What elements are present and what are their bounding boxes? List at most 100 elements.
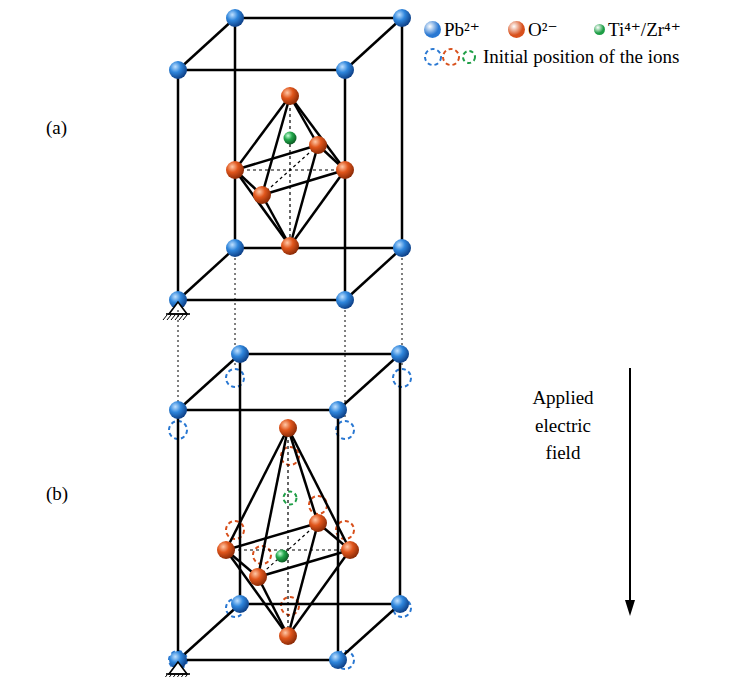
- support-hatch: [163, 675, 167, 677]
- cell-edge: [401, 18, 404, 248]
- o-ion: [281, 87, 299, 105]
- octahedron-edge: [235, 170, 290, 246]
- octahedron-edge: [235, 96, 290, 170]
- cell-edge: [178, 18, 235, 70]
- o-ion: [309, 136, 327, 154]
- octahedron-edge: [288, 523, 318, 636]
- octahedron-edge: [226, 523, 318, 550]
- legend-text: O²⁻: [528, 18, 557, 41]
- o-ion: [226, 161, 244, 179]
- pb-ion: [231, 345, 249, 363]
- octahedron-edge: [290, 145, 318, 246]
- pb-ion: [391, 595, 409, 613]
- octahedron-edge: [290, 96, 345, 170]
- pb-ion: [336, 291, 354, 309]
- cell-edge: [178, 604, 240, 660]
- cell-edge: [177, 410, 180, 660]
- cell-edge: [177, 70, 180, 300]
- support-hatch: [171, 315, 175, 320]
- support-hatch: [179, 315, 183, 320]
- legend-item: Pb²⁺: [424, 18, 480, 41]
- support-hatch: [183, 675, 187, 677]
- cell-edge: [235, 17, 402, 20]
- field-arrowhead: [625, 600, 635, 616]
- unit-cell-b: [163, 345, 409, 677]
- cell-edge: [345, 248, 402, 300]
- legend-item: Initial position of the ions: [424, 46, 679, 68]
- cell-edge: [337, 410, 340, 660]
- support-hatch: [167, 675, 171, 677]
- octahedron-edge: [288, 550, 350, 636]
- legend-swatch: [424, 21, 441, 38]
- legend-dashed-circles: [424, 47, 480, 67]
- pb-ion: [393, 239, 411, 257]
- pb-ion: [169, 61, 187, 79]
- o-ion: [309, 514, 327, 532]
- support-hatch: [183, 315, 187, 320]
- initial-pb-position: [393, 369, 411, 387]
- pb-ion: [231, 595, 249, 613]
- o-ion: [336, 161, 354, 179]
- legend-text: Pb²⁺: [444, 18, 480, 41]
- cell-edge: [178, 354, 240, 410]
- cell-edge: [178, 248, 235, 300]
- pb-ion: [391, 345, 409, 363]
- initial-ti-position: [284, 492, 297, 505]
- support-ground: [166, 673, 190, 675]
- fixed-support: [169, 302, 187, 314]
- octahedron-edge: [262, 170, 345, 195]
- octahedron-edge: [226, 550, 288, 636]
- o-ion: [341, 541, 359, 559]
- o-ion: [217, 541, 235, 559]
- cell-edge: [234, 18, 237, 248]
- legend-dashed-circle: [463, 51, 475, 63]
- o-ion: [249, 568, 267, 586]
- fixed-support: [169, 662, 187, 674]
- octahedron-edge: [262, 96, 290, 195]
- cell-edge: [338, 604, 400, 660]
- legend-item: Ti⁴⁺/Zr⁴⁺: [594, 18, 681, 41]
- unit-cell-a: [163, 9, 411, 320]
- initial-positions: [169, 369, 411, 669]
- ti-zr-ion: [276, 550, 289, 563]
- octahedron-edge: [226, 428, 288, 550]
- o-ion: [281, 237, 299, 255]
- cell-edge: [178, 69, 345, 72]
- projection-guides: [178, 258, 402, 420]
- o-ion: [279, 627, 297, 645]
- cell-edge: [399, 354, 402, 604]
- cell-edge: [178, 299, 345, 302]
- legend-dashed-circle: [443, 49, 459, 65]
- pb-ion: [329, 401, 347, 419]
- octahedron-edge: [258, 550, 350, 577]
- support-hatch: [175, 675, 179, 677]
- field-label: Applied electric field: [522, 384, 604, 467]
- cell-edge: [240, 353, 400, 356]
- pb-ion: [329, 651, 347, 669]
- legend-swatch: [508, 21, 525, 38]
- support-hatch: [179, 675, 183, 677]
- initial-pb-position: [226, 369, 244, 387]
- cell-edge: [235, 247, 402, 250]
- pb-ion: [393, 9, 411, 27]
- pb-ion: [336, 61, 354, 79]
- legend-dashed-circle: [425, 49, 441, 65]
- octahedron-edge: [235, 145, 318, 170]
- support-hatch: [167, 315, 171, 320]
- octahedron-edge: [288, 428, 350, 550]
- legend-text: Initial position of the ions: [483, 46, 679, 68]
- octahedron-axis: [226, 549, 350, 550]
- octahedron-edge: [290, 170, 345, 246]
- o-ion: [253, 186, 271, 204]
- pb-ion: [169, 401, 187, 419]
- legend-item: O²⁻: [508, 18, 557, 41]
- cell-edge: [345, 18, 402, 70]
- o-ion: [279, 419, 297, 437]
- cell-edge: [338, 354, 400, 410]
- support-hatch: [163, 315, 167, 320]
- legend-text: Ti⁴⁺/Zr⁴⁺: [608, 18, 681, 41]
- ti-zr-ion: [284, 132, 297, 145]
- cell-edge: [178, 659, 338, 662]
- panel-label: (a): [46, 116, 67, 140]
